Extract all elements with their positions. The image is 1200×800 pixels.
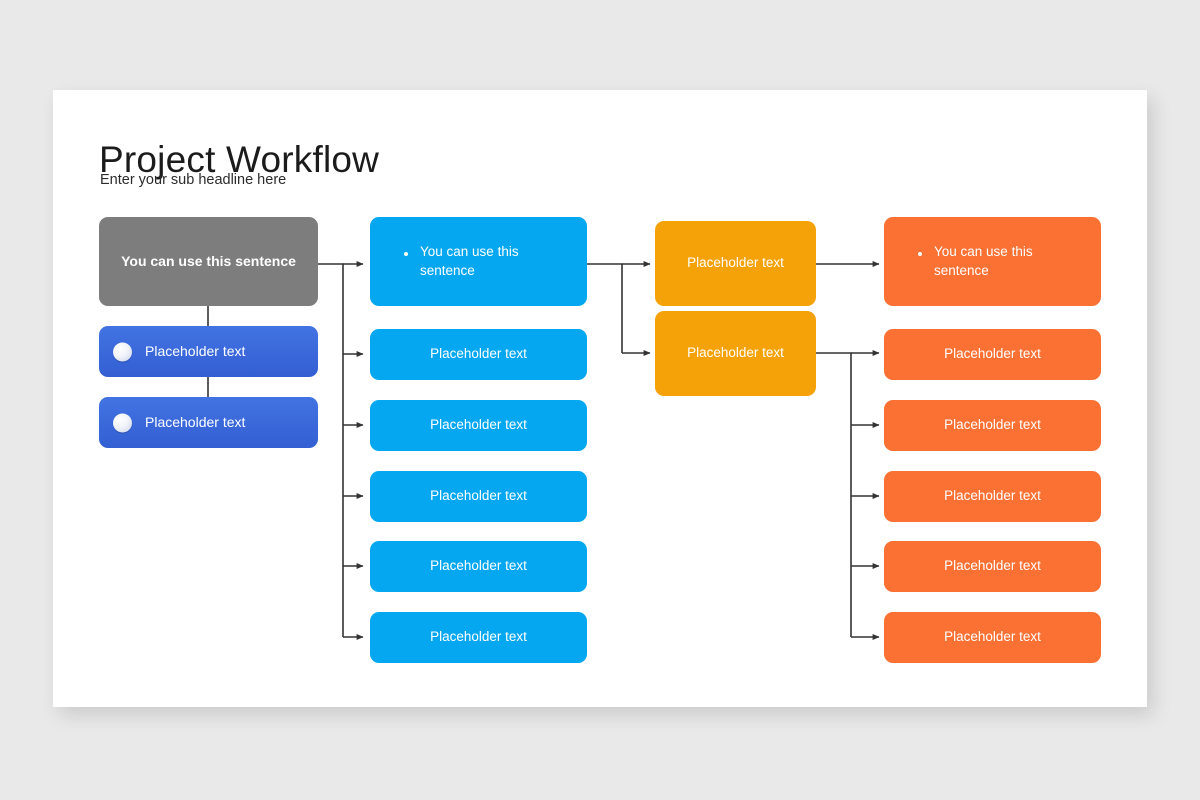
page-title: Project Workflow <box>99 138 380 180</box>
slide-card: Project Workflow Enter your sub headline… <box>53 90 1147 707</box>
sphere-bullet-icon <box>113 342 132 361</box>
stage-four-item-5[interactable]: Placeholder text <box>884 541 1101 592</box>
stage-two-item-5-label: Placeholder text <box>430 558 527 574</box>
stage-two-item-3-label: Placeholder text <box>430 417 527 433</box>
stage-four-item-4[interactable]: Placeholder text <box>884 471 1101 522</box>
bullet-dot-icon <box>918 251 922 256</box>
connector-cyan-to-amber-trunk <box>587 263 623 353</box>
stage-one-item-2[interactable]: Placeholder text <box>99 397 318 448</box>
stage-two-item-4-label: Placeholder text <box>430 488 527 504</box>
stage-two-item-6[interactable]: Placeholder text <box>370 612 587 663</box>
stage-one-header-label: You can use this sentence <box>121 253 296 270</box>
connector-amber2-to-orange-trunk <box>816 352 852 637</box>
stage-two-item-2-label: Placeholder text <box>430 346 527 362</box>
stage-one-item-1[interactable]: Placeholder text <box>99 326 318 377</box>
stage-four-item-2[interactable]: Placeholder text <box>884 329 1101 380</box>
stage-four-item-1[interactable]: You can use this sentence <box>884 217 1101 306</box>
page-subtitle: Enter your sub headline here <box>100 172 287 188</box>
stage-one-item-1-label: Placeholder text <box>145 343 246 360</box>
stage-two-item-1-label: You can use this sentence <box>420 244 519 278</box>
stage-four-item-6-label: Placeholder text <box>944 629 1041 645</box>
stage-four-item-4-label: Placeholder text <box>944 488 1041 504</box>
stage-three-item-2-label: Placeholder text <box>687 345 784 361</box>
connector-gray-to-cyan-trunk <box>318 263 344 637</box>
stage-four-item-2-label: Placeholder text <box>944 346 1041 362</box>
stage-two-item-4[interactable]: Placeholder text <box>370 471 587 522</box>
stage-three-item-1[interactable]: Placeholder text <box>655 221 816 306</box>
stage-two-item-2[interactable]: Placeholder text <box>370 329 587 380</box>
workflow-diagram: You can use this sentence Placeholder te… <box>53 90 1147 707</box>
stage-four-item-3[interactable]: Placeholder text <box>884 400 1101 451</box>
sphere-bullet-icon <box>113 413 132 432</box>
stage-two-item-5[interactable]: Placeholder text <box>370 541 587 592</box>
stage-four-item-3-label: Placeholder text <box>944 417 1041 433</box>
stage-one-header-node[interactable]: You can use this sentence <box>99 217 318 306</box>
stage-four-item-6[interactable]: Placeholder text <box>884 612 1101 663</box>
stage-two-item-3[interactable]: Placeholder text <box>370 400 587 451</box>
bullet-dot-icon <box>404 251 408 256</box>
stage-four-item-5-label: Placeholder text <box>944 558 1041 574</box>
stage-three-item-1-label: Placeholder text <box>687 255 784 271</box>
stage-four-item-1-label: You can use this sentence <box>934 244 1033 278</box>
stage-two-item-1[interactable]: You can use this sentence <box>370 217 587 306</box>
stage-three-item-2[interactable]: Placeholder text <box>655 311 816 396</box>
stage-one-item-2-label: Placeholder text <box>145 414 246 431</box>
stage-two-item-6-label: Placeholder text <box>430 629 527 645</box>
